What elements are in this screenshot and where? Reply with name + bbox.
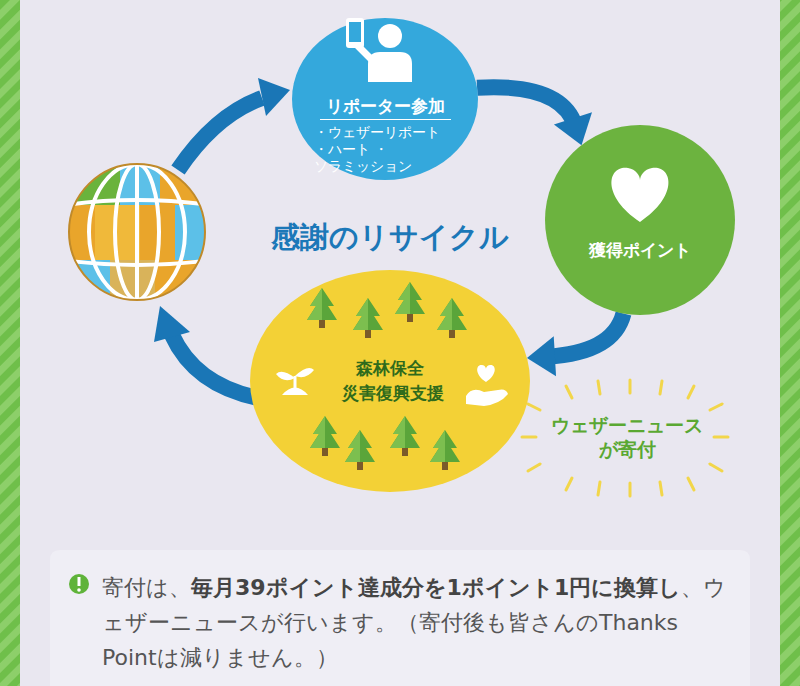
node-heading: 森林保全 災害復興支援 [342, 356, 438, 405]
note-text: 寄付は、毎月39ポイント達成分を1ポイント1円に換算し、ウェザーニュースが行いま… [102, 570, 730, 675]
globe-icon [60, 160, 220, 310]
cycle-arrow [172, 335, 258, 398]
connector-line [547, 314, 624, 357]
note-panel: 寄付は、毎月39ポイント達成分を1ポイント1円に換算し、ウェザーニュースが行いま… [50, 550, 750, 686]
cycle-connector [477, 87, 592, 145]
donation-circle-shape [250, 270, 530, 492]
tree-icons [307, 282, 467, 470]
donation-circle: 森林保全 災害復興支援 [250, 270, 530, 492]
node-heading: 獲得ポイント [589, 239, 691, 262]
arrow-head [554, 112, 592, 145]
cycle-arrow [178, 98, 262, 170]
points-circle-shape [545, 125, 735, 315]
cycle-connector [527, 314, 624, 377]
side-stripe [0, 0, 20, 686]
globe-outline [69, 164, 205, 300]
hand-heart-icon [466, 365, 508, 406]
sprout-icon [276, 368, 314, 395]
sunburst [522, 380, 728, 496]
node-heading: 寄付は、 [102, 575, 191, 600]
node-body: ・ウェザーリポート ・ハート ・ソラミッション [314, 124, 456, 174]
heart-icon [611, 168, 668, 222]
reporter-icon [346, 18, 412, 82]
diagram-title: 感謝のリサイクル [271, 218, 509, 258]
node-heading: リポーター参加 [320, 96, 451, 120]
alert-icon [69, 574, 89, 594]
arrow-head [258, 78, 290, 116]
side-stripe [780, 0, 800, 686]
connector-line [477, 87, 575, 126]
reporter-circle: リポーター参加・ウェザーリポート ・ハート ・ソラミッション [292, 18, 478, 180]
arrow-head [527, 336, 556, 376]
points-circle: 獲得ポイント [545, 125, 735, 315]
node-body: 毎月39ポイント達成分を1ポイント1円に換算し [191, 575, 681, 600]
edge-label: ウェザーニュースが寄付 [547, 414, 707, 462]
arrow-head [154, 306, 190, 342]
